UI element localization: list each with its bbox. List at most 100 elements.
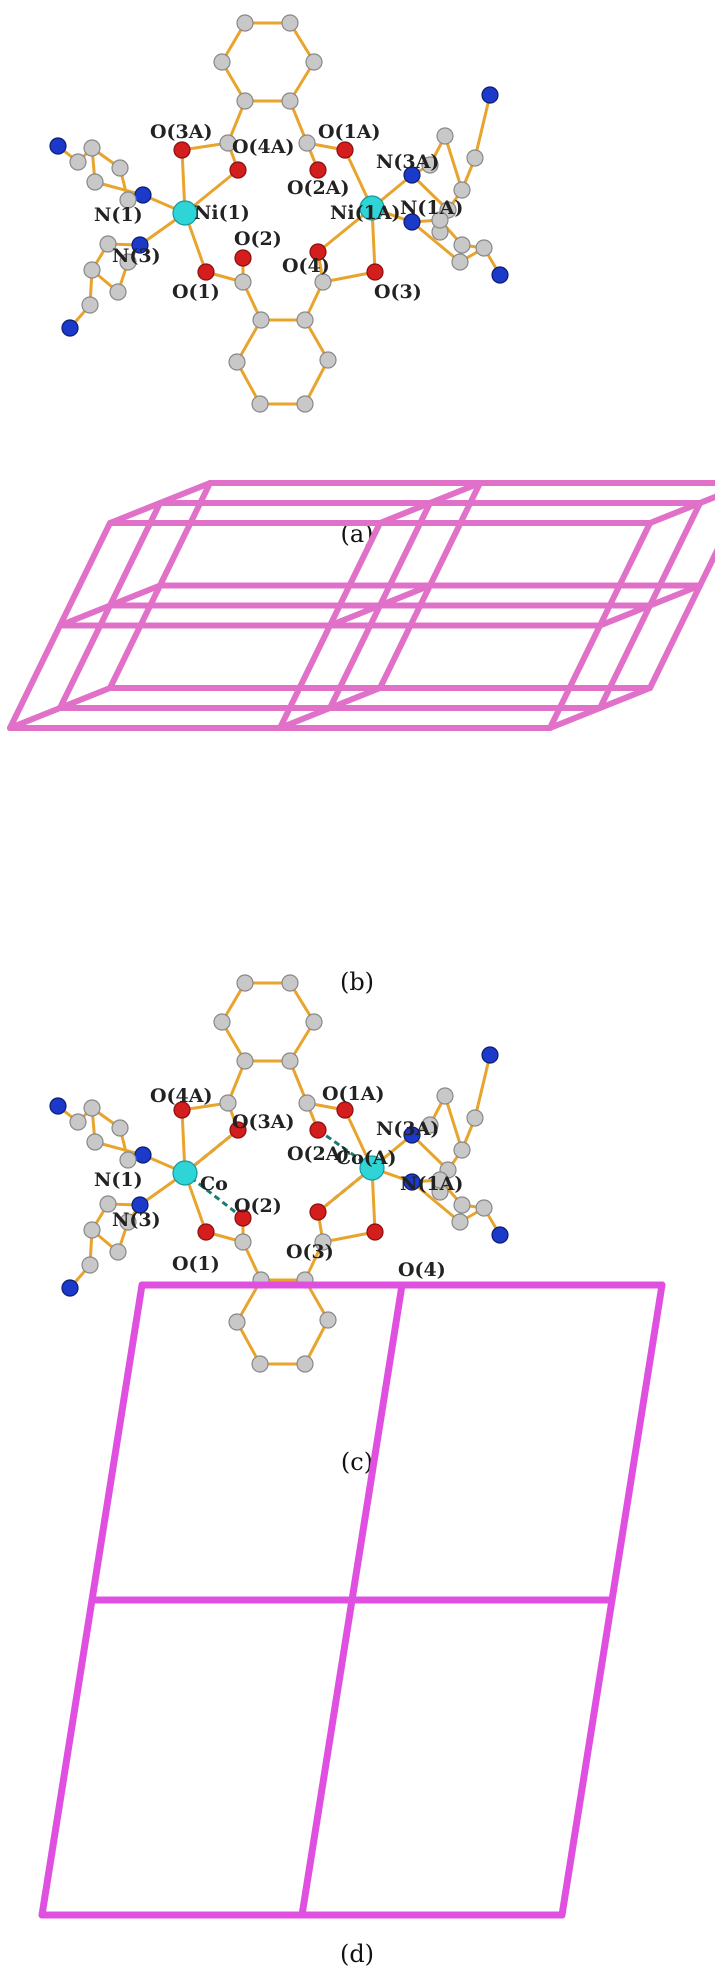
atom-label-8: Ni(1) — [194, 202, 250, 224]
carbon-atom-s2 — [451, 253, 469, 271]
carbon-atom-p6 — [119, 253, 137, 271]
carbon-atom-c3 — [305, 1013, 323, 1031]
carbon-atom-cb2 — [314, 1233, 332, 1251]
carbon-atom-r3 — [466, 1109, 484, 1127]
atom-label-6: N(1) — [94, 1169, 143, 1191]
atom-label-5: Co(A) — [336, 1147, 397, 1169]
oxygen-atom-o2a — [309, 1121, 327, 1139]
oxygen-atom-o4a — [229, 161, 247, 179]
carbon-atom-l2 — [69, 1113, 87, 1131]
carbon-atom-l6 — [119, 1151, 137, 1169]
bond-59 — [410, 220, 462, 264]
carbon-atom-l1 — [86, 173, 104, 191]
metal-atom-m2 — [359, 1155, 385, 1181]
atom-label-13: O(4) — [398, 1259, 446, 1281]
carbon-atom-l4 — [83, 139, 101, 157]
carbon-atom-s6 — [431, 1171, 449, 1189]
oxygen-atom-o3 — [366, 1223, 384, 1241]
carbon-atom-d4 — [296, 1355, 314, 1373]
bond-50 — [443, 1094, 464, 1152]
nitrogen-atom-n3 — [131, 1196, 149, 1214]
carbon-atom-l1 — [86, 1133, 104, 1151]
atom-label-1: O(4A) — [232, 136, 295, 158]
metal-atom-m1 — [172, 1160, 198, 1186]
oxygen-atom-o1 — [197, 263, 215, 281]
nitrogen-atom-r4 — [481, 86, 499, 104]
oxygen-atom-o1a — [336, 141, 354, 159]
carbon-atom-c6 — [213, 1013, 231, 1031]
carbon-atom-p6 — [119, 1213, 137, 1231]
atom-label-7: N(1) — [94, 204, 143, 226]
atom-label-4: O(2A) — [287, 1143, 350, 1165]
oxygen-atom-o3 — [366, 263, 384, 281]
carbon-atom-s3 — [475, 1199, 493, 1217]
bond-54 — [473, 93, 492, 160]
oxygen-atom-o1 — [197, 1223, 215, 1241]
carbon-atom-c1 — [236, 974, 254, 992]
carbon-atom-cb2 — [314, 273, 332, 291]
carbon-atom-d6 — [228, 1313, 246, 1331]
carbon-atom-cb1 — [234, 273, 252, 291]
carbon-atom-r5 — [436, 1087, 454, 1105]
carbon-atom-c2 — [281, 14, 299, 32]
atom-label-12: O(1) — [172, 1253, 220, 1275]
carbon-atom-s2 — [451, 1213, 469, 1231]
carbon-atom-d4 — [296, 395, 314, 413]
atom-label-0: O(3A) — [150, 121, 213, 143]
metal-atom-m2 — [359, 195, 385, 221]
carbon-atom-c6 — [213, 53, 231, 71]
network-b-edge-w-14 — [327, 582, 433, 629]
bond-25 — [321, 270, 377, 284]
network-b-edge-v-25 — [647, 547, 715, 691]
network-b-edge-v-16 — [377, 480, 483, 691]
carbon-atom-s5 — [453, 236, 471, 254]
carbon-atom-l6 — [119, 191, 137, 209]
carbon-atom-c4 — [281, 1052, 299, 1070]
carbon-atom-c3 — [305, 53, 323, 71]
bond-50 — [443, 134, 464, 192]
carbon-atom-d5 — [251, 1355, 269, 1373]
carbon-atom-d3 — [319, 351, 337, 369]
panel-c-caption: (c) — [341, 1448, 373, 1476]
carbon-atom-p5 — [109, 1243, 127, 1261]
nitrogen-atom-n3 — [131, 236, 149, 254]
oxygen-atom-o2 — [234, 1209, 252, 1227]
atom-label-6: N(1A) — [400, 197, 463, 219]
atom-label-1: O(1A) — [322, 1083, 385, 1105]
bond-59 — [410, 1180, 462, 1224]
carbon-atom-cc1 — [219, 1094, 237, 1112]
nitrogen-atom-n3a — [403, 1126, 421, 1144]
nitrogen-atom-n1a — [403, 213, 421, 231]
carbon-atom-p3 — [81, 296, 99, 314]
nitrogen-atom-n1 — [134, 186, 152, 204]
carbon-atom-c5 — [236, 92, 254, 110]
nitrogen-atom-p4 — [61, 1279, 79, 1297]
oxygen-atom-o4 — [309, 1203, 327, 1221]
carbon-atom-c5 — [236, 1052, 254, 1070]
atom-label-10: N(3) — [112, 1209, 161, 1231]
panel-b-caption: (b) — [340, 968, 374, 996]
atom-label-4: O(2A) — [287, 177, 350, 199]
atom-label-8: N(1A) — [400, 1173, 463, 1195]
atom-label-3: N(3A) — [376, 151, 439, 173]
nitrogen-atom-s4 — [491, 1226, 509, 1244]
atom-label-12: O(1) — [172, 281, 220, 303]
oxygen-atom-o3a — [173, 1101, 191, 1119]
atom-label-7: Co — [200, 1173, 228, 1195]
atom-label-5: Ni(1A) — [330, 202, 401, 224]
carbon-atom-s6 — [431, 211, 449, 229]
carbon-atom-l4 — [83, 1099, 101, 1117]
network-d-edge-v-5 — [558, 1281, 666, 1919]
atom-label-3: N(3A) — [376, 1118, 439, 1140]
nitrogen-atom-n1a — [403, 1173, 421, 1191]
nitrogen-atom-l3 — [49, 137, 67, 155]
nitrogen-atom-n3a — [403, 166, 421, 184]
carbon-atom-d5 — [251, 395, 269, 413]
carbon-atom-c2 — [281, 974, 299, 992]
oxygen-atom-o1a — [336, 1101, 354, 1119]
carbon-atom-r6 — [421, 1116, 439, 1134]
atom-label-0: O(4A) — [150, 1085, 213, 1107]
carbon-atom-s3 — [475, 239, 493, 257]
carbon-atom-cc2 — [298, 134, 316, 152]
